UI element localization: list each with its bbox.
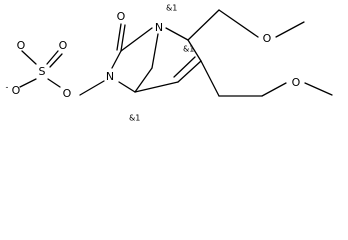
bond-o-methoxymethyl-ch3 bbox=[275, 21, 305, 38]
bond-s-o-ring bbox=[47, 78, 61, 88]
bond-ch2-o-methoxyethyl bbox=[261, 82, 287, 97]
stereo-label-side-chain: &1 bbox=[183, 45, 194, 54]
chemical-structure: O O S O - O O N N O O &1 &1 &1 bbox=[6, 4, 333, 123]
bond-o-n bbox=[79, 80, 105, 96]
atom-o-sulfonate-top-right: O bbox=[59, 39, 68, 52]
bond-chiral-c-ch2 bbox=[187, 9, 220, 41]
bond-bottom-c-alkene bbox=[134, 81, 179, 93]
atom-o-methoxymethyl: O bbox=[263, 32, 272, 45]
stereo-label-bridge-top: &1 bbox=[166, 4, 177, 13]
bond-alkene-c-chiral-c bbox=[187, 39, 202, 62]
atom-n-ring: N bbox=[106, 70, 114, 83]
bond-n-carbonyl-c bbox=[111, 50, 122, 69]
bond-o-s-top-right-double bbox=[49, 53, 63, 68]
bond-o-methoxyethyl-ch3 bbox=[304, 82, 333, 96]
atom-sulfur: S bbox=[39, 65, 46, 78]
bond-carbonyl-c-o-double bbox=[116, 23, 122, 51]
bonds bbox=[19, 9, 333, 97]
atom-labels: O O S O - O O N N O O bbox=[6, 10, 301, 100]
bond-alkene-double-a bbox=[177, 60, 202, 83]
bond-carbonyl-c-o bbox=[120, 24, 126, 52]
bond-n-top-chiral-c bbox=[165, 27, 189, 41]
atom-o-carbonyl: O bbox=[117, 10, 126, 23]
atom-o-minus: O bbox=[12, 84, 21, 97]
bond-ch2-o-methoxymethyl bbox=[218, 9, 259, 38]
atom-o-sulfonate-top-left: O bbox=[17, 39, 26, 52]
bond-bridge-bottom-c bbox=[134, 67, 153, 93]
bond-carbonyl-c-n bbox=[120, 27, 153, 52]
bond-bottom-c-n bbox=[118, 81, 136, 93]
bond-o-s-top-right bbox=[46, 50, 59, 65]
atom-o-methoxyethyl: O bbox=[292, 76, 301, 89]
atom-o-n-oxy: O bbox=[63, 87, 72, 100]
bond-o-s-top-left bbox=[21, 50, 37, 65]
stereo-labels: &1 &1 &1 bbox=[129, 4, 194, 123]
stereo-label-bottom: &1 bbox=[129, 114, 140, 123]
bond-alkene-double-b bbox=[173, 56, 196, 78]
bond-s-o-minus bbox=[19, 78, 37, 88]
atom-o-minus-charge: - bbox=[6, 83, 9, 92]
bond-alkene-c-ethyl bbox=[200, 60, 220, 97]
atom-n-bridge-top: N bbox=[155, 21, 163, 34]
bond-n-top-bridge bbox=[151, 33, 159, 69]
